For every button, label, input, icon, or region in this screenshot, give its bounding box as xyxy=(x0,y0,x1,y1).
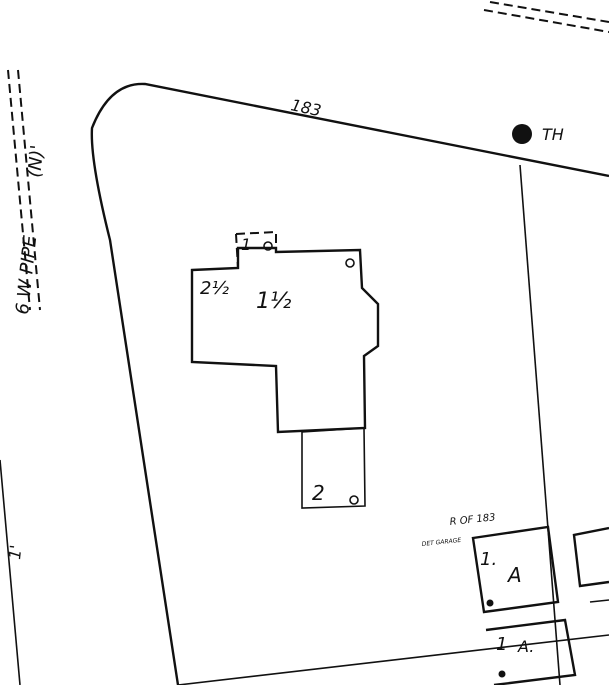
porch-stories-label: 1 xyxy=(241,235,251,254)
tree-hydrant-symbol xyxy=(512,124,532,144)
wing-stories-label: 2½ xyxy=(200,278,229,299)
outbuilding-label: R OF 183 xyxy=(449,512,496,528)
lot-boundary xyxy=(90,82,609,685)
main-dwelling xyxy=(190,230,380,509)
garage-a xyxy=(471,525,560,614)
edge-mark: 1' xyxy=(5,544,25,560)
th-label: TH xyxy=(542,125,564,144)
outbuilding-sublabel: DET GARAGE xyxy=(421,537,461,548)
street-fragment-label: (N)' xyxy=(24,144,48,178)
road-edge-top xyxy=(483,1,609,33)
street-label: 6 W PIPE xyxy=(12,234,41,315)
garage-b xyxy=(485,618,577,685)
garage-a-stories: 1. xyxy=(480,549,497,570)
garage-b-stories: 1 xyxy=(496,634,507,655)
lot-dimension: 183 xyxy=(289,95,323,120)
garage-a-letter: A xyxy=(506,563,522,587)
adjacent-building xyxy=(572,526,609,603)
lot-right-line xyxy=(519,164,561,685)
street-left xyxy=(0,69,41,685)
garage-b-letter: A. xyxy=(517,637,534,656)
lot-bottom-line xyxy=(177,634,609,685)
rear-stories-label: 2 xyxy=(312,481,325,505)
main-stories-label: 1½ xyxy=(256,289,291,314)
